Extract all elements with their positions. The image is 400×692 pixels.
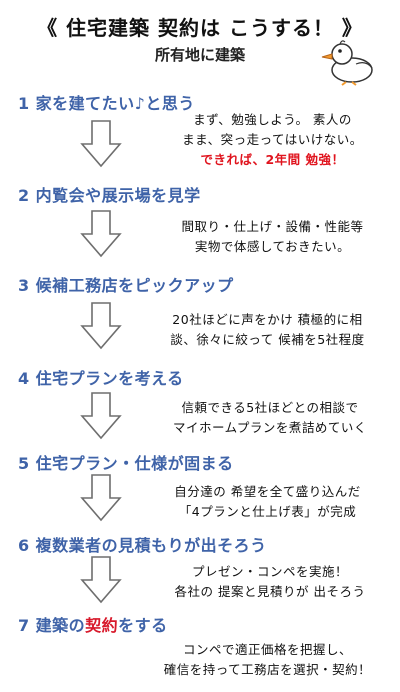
step-2-heading: 2 内覧会や展示場を見学 xyxy=(18,182,201,206)
step-label: 内覧会や展示場を見学 xyxy=(35,186,201,205)
step-7-heading: 7 建築の契約をする xyxy=(18,612,168,636)
desc-line: 間取り・仕上げ・設備・性能等 xyxy=(181,219,364,234)
down-arrow-icon xyxy=(80,302,122,350)
desc-line: 確信を持って工務店を選択・契約！ xyxy=(163,662,372,677)
step-4-heading: 4 住宅プランを考える xyxy=(18,365,184,389)
step-number: 7 xyxy=(18,616,30,635)
desc-line: 20社ほどに声をかけ 積極的に相 xyxy=(172,312,363,327)
step-6-heading: 6 複数業者の見積もりが出そろう xyxy=(18,532,267,556)
step-number: 6 xyxy=(18,536,30,555)
step-5-description: 自分達の 希望を全て盛り込んだ 「4プランと仕上げ表」が完成 xyxy=(150,482,385,522)
step-label: をする xyxy=(118,616,168,635)
desc-line: マイホームプランを煮詰めていく xyxy=(173,420,367,435)
desc-line: まず、勉強しよう。 素人の xyxy=(193,112,352,127)
desc-line: 実物で体感しておきたい。 xyxy=(194,239,351,254)
page-title: 《 住宅建築 契約は こうする！ 》 xyxy=(37,16,363,40)
desc-line: 談、徐々に絞って 候補を5社程度 xyxy=(170,332,365,347)
step-1-note: できれば、2年間 勉強！ xyxy=(200,152,345,167)
desc-line: 「4プランと仕上げ表」が完成 xyxy=(178,504,357,519)
step-label: 候補工務店をピックアップ xyxy=(35,276,234,295)
step-label: 住宅プラン・仕様が固まる xyxy=(35,454,234,473)
duck-mascot-icon xyxy=(321,40,373,86)
step-label: 家を建てたい♪と思う xyxy=(35,94,195,113)
step-label: 建築の xyxy=(35,616,86,635)
step-3-heading: 3 候補工務店をピックアップ xyxy=(18,272,234,296)
down-arrow-icon xyxy=(80,474,122,522)
desc-line: 各社の 提案と見積りが 出そろう xyxy=(174,584,366,599)
step-number: 1 xyxy=(18,94,30,113)
desc-line: コンペで適正価格を把握し、 xyxy=(182,642,352,657)
step-7-description: コンペで適正価格を把握し、 確信を持って工務店を選択・契約！ xyxy=(150,640,385,680)
step-label: 複数業者の見積もりが出そろう xyxy=(35,536,267,555)
desc-line: 信頼できる5社ほどとの相談で xyxy=(181,400,359,415)
down-arrow-icon xyxy=(80,392,122,440)
step-1-heading: 1 家を建てたい♪と思う xyxy=(18,90,195,114)
desc-line: まま、突っ走ってはいけない。 xyxy=(182,132,363,147)
step-label: 住宅プランを考える xyxy=(35,369,184,388)
step-6-description: プレゼン・コンペを実施！ 各社の 提案と見積りが 出そろう xyxy=(155,562,385,602)
desc-line: 自分達の 希望を全て盛り込んだ xyxy=(174,484,361,499)
page-subtitle: 所有地に建築 xyxy=(154,46,245,64)
step-2-description: 間取り・仕上げ・設備・性能等 実物で体感しておきたい。 xyxy=(160,217,385,257)
step-5-heading: 5 住宅プラン・仕様が固まる xyxy=(18,450,234,474)
step-number: 3 xyxy=(18,276,30,295)
step-4-description: 信頼できる5社ほどとの相談で マイホームプランを煮詰めていく xyxy=(155,398,385,438)
down-arrow-icon xyxy=(80,210,122,258)
step-number: 2 xyxy=(18,186,30,205)
down-arrow-icon xyxy=(80,556,122,604)
step-1-description: まず、勉強しよう。 素人の まま、突っ走ってはいけない。 できれば、2年間 勉強… xyxy=(160,110,385,170)
step-number: 4 xyxy=(18,369,30,388)
down-arrow-icon xyxy=(80,120,122,168)
desc-line: プレゼン・コンペを実施！ xyxy=(191,564,348,579)
step-label-highlight: 契約 xyxy=(85,616,119,635)
step-3-description: 20社ほどに声をかけ 積極的に相 談、徐々に絞って 候補を5社程度 xyxy=(150,310,385,350)
step-number: 5 xyxy=(18,454,30,473)
